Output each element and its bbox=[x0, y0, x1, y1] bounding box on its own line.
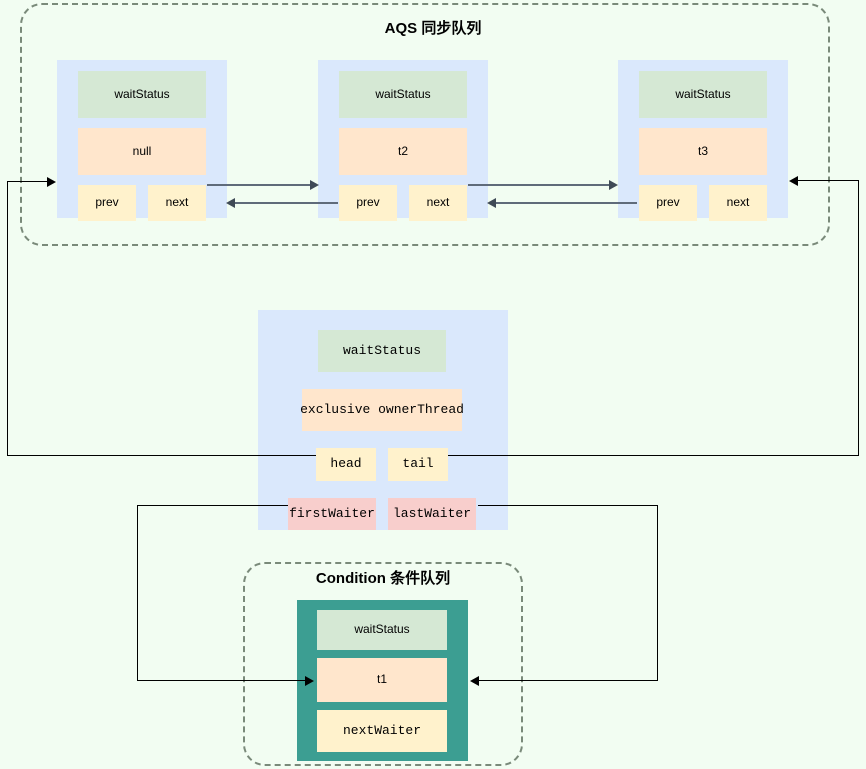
condition-node-next-waiter: nextWaiter bbox=[317, 710, 447, 752]
node-1-next: next bbox=[148, 185, 206, 221]
next-link-2-3-arrow bbox=[609, 180, 618, 190]
first-waiter-connector-vertical bbox=[137, 505, 138, 681]
last-waiter-connector-horizontal-bottom bbox=[479, 680, 658, 681]
node-2-waitstatus: waitStatus bbox=[339, 71, 467, 118]
aqs-owner-thread: exclusive ownerThread bbox=[300, 389, 464, 431]
aqs-waitstatus: waitStatus bbox=[318, 330, 446, 372]
aqs-queue-title: AQS 同步队列 bbox=[384, 20, 482, 37]
node-2-thread: t2 bbox=[339, 128, 467, 175]
last-waiter-connector-vertical bbox=[657, 505, 658, 681]
node-2-next: next bbox=[409, 185, 467, 221]
condition-node: waitStatus t1 nextWaiter bbox=[297, 600, 468, 761]
tail-connector-horizontal-bottom bbox=[448, 455, 859, 456]
condition-node-thread: t1 bbox=[317, 658, 447, 702]
first-waiter-connector-horizontal-top bbox=[137, 505, 288, 506]
head-connector-vertical bbox=[7, 181, 8, 456]
head-connector-horizontal-bottom bbox=[7, 455, 316, 456]
last-waiter-connector-horizontal-top bbox=[478, 505, 658, 506]
next-link-1-2-arrow bbox=[310, 180, 319, 190]
node-3-waitstatus: waitStatus bbox=[639, 71, 767, 118]
condition-node-waitstatus: waitStatus bbox=[317, 610, 447, 650]
node-3-next: next bbox=[709, 185, 767, 221]
node-1-thread: null bbox=[78, 128, 206, 175]
next-link-2-3-line bbox=[468, 184, 611, 186]
next-link-1-2-line bbox=[207, 184, 312, 186]
prev-link-2-1-line bbox=[233, 202, 338, 204]
node-3-prev: prev bbox=[639, 185, 697, 221]
aqs-head-pointer: head bbox=[316, 448, 376, 481]
tail-connector-arrow bbox=[789, 176, 798, 186]
node-1-prev: prev bbox=[78, 185, 136, 221]
tail-connector-horizontal-top bbox=[798, 180, 859, 181]
aqs-tail-pointer: tail bbox=[388, 448, 448, 481]
node-1-waitstatus: waitStatus bbox=[78, 71, 206, 118]
head-connector-horizontal-top bbox=[7, 181, 49, 182]
prev-link-2-1-arrow bbox=[226, 198, 235, 208]
node-2-prev: prev bbox=[339, 185, 397, 221]
head-connector-arrow bbox=[47, 177, 56, 187]
node-3-thread: t3 bbox=[639, 128, 767, 175]
tail-connector-vertical bbox=[858, 180, 859, 456]
first-waiter-connector-horizontal-bottom bbox=[137, 680, 307, 681]
aqs-object: waitStatus exclusive ownerThread head ta… bbox=[258, 310, 508, 530]
aqs-first-waiter-pointer: firstWaiter bbox=[288, 498, 376, 530]
prev-link-3-2-arrow bbox=[487, 198, 496, 208]
aqs-queue-group bbox=[20, 3, 830, 246]
first-waiter-connector-arrow bbox=[305, 676, 314, 686]
condition-queue-group bbox=[243, 562, 523, 766]
aqs-node-2: waitStatus t2 prev next bbox=[318, 60, 488, 221]
last-waiter-connector-arrow bbox=[470, 676, 479, 686]
aqs-node-1: waitStatus null prev next bbox=[57, 60, 227, 221]
condition-queue-title: Condition 条件队列 bbox=[315, 570, 451, 587]
aqs-last-waiter-pointer: lastWaiter bbox=[388, 498, 476, 530]
aqs-node-3: waitStatus t3 prev next bbox=[618, 60, 788, 221]
prev-link-3-2-line bbox=[494, 202, 637, 204]
